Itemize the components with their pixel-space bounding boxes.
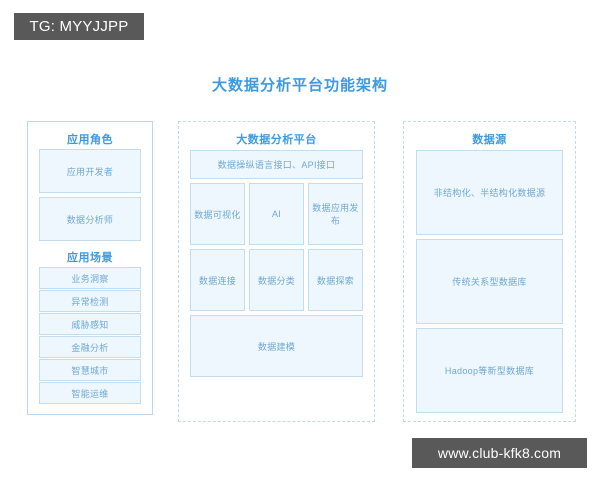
card-data-exploration[interactable]: 数据探索 xyxy=(308,249,363,311)
card-application-developer[interactable]: 应用开发者 xyxy=(39,149,141,193)
card-business-insight[interactable]: 业务洞察 xyxy=(39,267,141,289)
watermark-badge-bottom-right: www.club-kfk8.com xyxy=(412,438,587,468)
watermark-badge-top-left: TG: MYYJJPP xyxy=(14,13,144,40)
card-financial-analysis[interactable]: 金融分析 xyxy=(39,336,141,358)
card-anomaly-detection[interactable]: 异常检测 xyxy=(39,290,141,312)
card-dml-api-interface[interactable]: 数据操纵语言接口、API接口 xyxy=(190,150,363,179)
card-unstructured-semistructured-source[interactable]: 非结构化、半结构化数据源 xyxy=(416,150,563,235)
card-hadoop-new-database[interactable]: Hadoop等新型数据库 xyxy=(416,328,563,413)
left-panel-content: 应用角色 应用开发者 数据分析师 应用场景 业务洞察 异常检测 威胁感知 金融分… xyxy=(28,122,152,414)
page-title: 大数据分析平台功能架构 xyxy=(211,77,388,94)
panel-data-sources: 数据源 非结构化、半结构化数据源 传统关系型数据库 Hadoop等新型数据库 xyxy=(403,121,576,422)
card-data-application-publishing[interactable]: 数据应用发布 xyxy=(308,183,363,245)
card-data-modeling[interactable]: 数据建模 xyxy=(190,315,363,377)
section-header-application-roles: 应用角色 xyxy=(67,134,113,146)
section-header-big-data-platform: 大数据分析平台 xyxy=(236,134,317,146)
card-traditional-relational-database[interactable]: 传统关系型数据库 xyxy=(416,239,563,324)
card-smart-city[interactable]: 智慧城市 xyxy=(39,359,141,381)
card-ai[interactable]: AI xyxy=(249,183,304,245)
card-data-classification[interactable]: 数据分类 xyxy=(249,249,304,311)
card-data-visualization[interactable]: 数据可视化 xyxy=(190,183,245,245)
panel-big-data-analytics-platform: 大数据分析平台 数据操纵语言接口、API接口 数据可视化 AI 数据应用发布 数… xyxy=(178,121,375,422)
card-data-connection[interactable]: 数据连接 xyxy=(190,249,245,311)
section-header-application-scenarios: 应用场景 xyxy=(67,252,113,264)
card-threat-awareness[interactable]: 威胁感知 xyxy=(39,313,141,335)
card-intelligent-operations[interactable]: 智能运维 xyxy=(39,382,141,404)
section-header-data-sources: 数据源 xyxy=(472,134,507,146)
card-data-analyst[interactable]: 数据分析师 xyxy=(39,197,141,241)
panel-application-roles-and-scenarios: 应用角色 应用开发者 数据分析师 应用场景 业务洞察 异常检测 威胁感知 金融分… xyxy=(27,121,153,415)
